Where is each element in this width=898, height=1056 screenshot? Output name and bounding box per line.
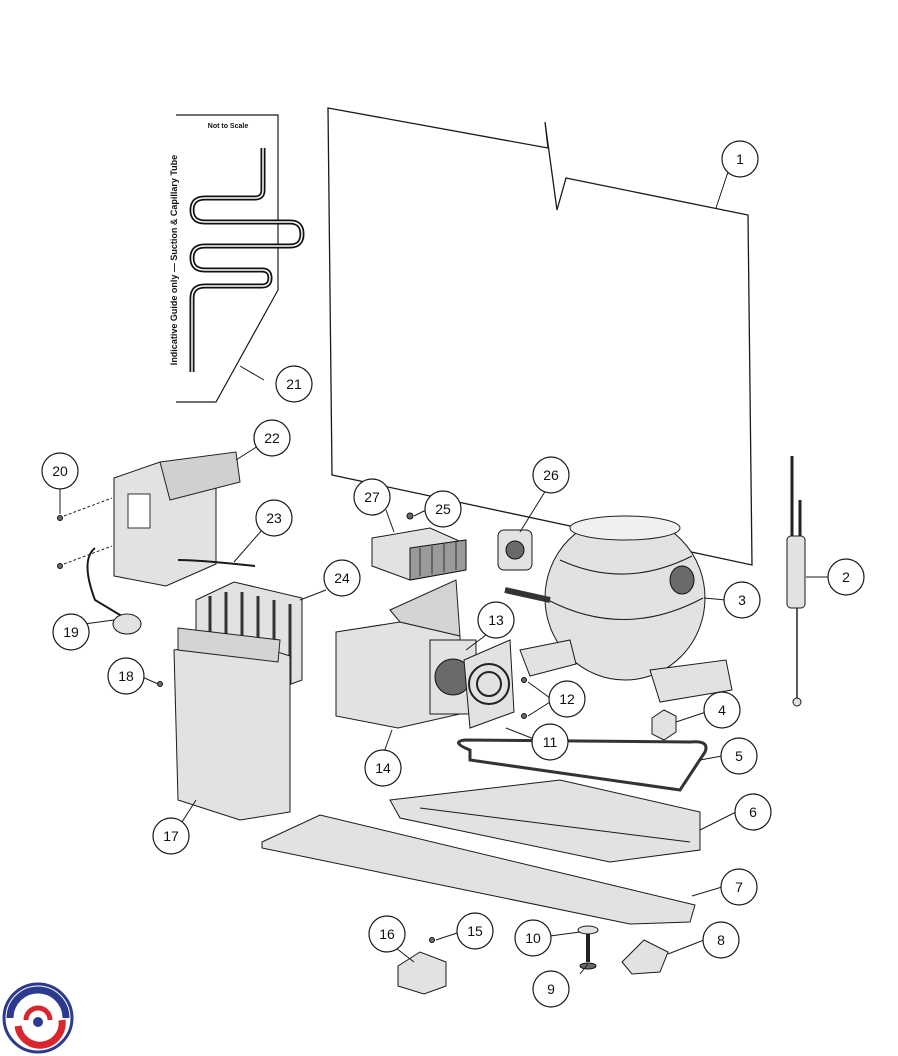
callout-3: 3 xyxy=(723,581,761,619)
svg-text:26: 26 xyxy=(543,467,559,483)
svg-text:4: 4 xyxy=(718,702,726,718)
callout-10: 10 xyxy=(514,919,552,957)
callout-17: 17 xyxy=(152,817,190,855)
screw-20a xyxy=(57,515,63,521)
svg-text:6: 6 xyxy=(749,804,757,820)
svg-text:17: 17 xyxy=(163,828,179,844)
screw-18 xyxy=(157,681,163,687)
base-tray xyxy=(389,779,701,863)
callout-19: 19 xyxy=(52,613,90,651)
svg-text:10: 10 xyxy=(525,930,541,946)
svg-text:14: 14 xyxy=(375,760,391,776)
svg-text:12: 12 xyxy=(559,691,575,707)
svg-text:8: 8 xyxy=(717,932,725,948)
brand-logo xyxy=(2,982,74,1054)
screw-15 xyxy=(429,937,435,943)
callout-26: 26 xyxy=(532,456,570,494)
callout-24: 24 xyxy=(323,559,361,597)
svg-text:9: 9 xyxy=(547,981,555,997)
castor xyxy=(621,939,669,975)
svg-text:2: 2 xyxy=(842,569,850,585)
air-shroud xyxy=(173,639,291,821)
svg-text:15: 15 xyxy=(467,923,483,939)
callout-16: 16 xyxy=(368,915,406,953)
back-panel xyxy=(327,107,753,566)
svg-text:13: 13 xyxy=(488,612,504,628)
base-plate xyxy=(261,814,696,925)
callout-13: 13 xyxy=(477,601,515,639)
callout-8: 8 xyxy=(702,921,740,959)
svg-text:25: 25 xyxy=(435,501,451,517)
callout-14: 14 xyxy=(364,749,402,787)
callout-4: 4 xyxy=(703,691,741,729)
fan-guard xyxy=(463,639,515,729)
svg-text:3: 3 xyxy=(738,592,746,608)
svg-text:21: 21 xyxy=(286,376,302,392)
compressor xyxy=(504,515,733,703)
svg-text:11: 11 xyxy=(543,734,558,750)
levelling-leg xyxy=(577,925,599,970)
callout-1: 1 xyxy=(721,140,759,178)
callout-27: 27 xyxy=(353,478,391,516)
callout-18: 18 xyxy=(107,657,145,695)
svg-text:18: 18 xyxy=(118,668,134,684)
svg-text:22: 22 xyxy=(264,430,280,446)
callout-12: 12 xyxy=(548,680,586,718)
svg-text:20: 20 xyxy=(52,463,68,479)
callout-6: 6 xyxy=(734,793,772,831)
hex-nut xyxy=(651,709,677,741)
svg-text:1: 1 xyxy=(736,151,744,167)
thermostat-knob xyxy=(86,547,142,635)
capillary-tube-guide: Not to Scale Indicative Guide only — Suc… xyxy=(169,114,305,403)
svg-text:19: 19 xyxy=(63,624,79,640)
callout-11: 11 xyxy=(531,723,569,761)
relay-cover xyxy=(371,527,467,581)
svg-text:23: 23 xyxy=(266,510,282,526)
guide-side-label: Indicative Guide only — Suction & Capill… xyxy=(169,155,179,365)
capillary-tube-icon xyxy=(189,148,305,372)
control-box xyxy=(113,451,256,587)
callout-15: 15 xyxy=(456,912,494,950)
callout-22: 22 xyxy=(253,419,291,457)
svg-text:24: 24 xyxy=(334,570,350,586)
screw-12a xyxy=(521,677,527,683)
not-to-scale-label: Not to Scale xyxy=(208,123,249,130)
callout-21: 21 xyxy=(275,365,313,403)
leader-lines xyxy=(59,171,830,975)
svg-text:16: 16 xyxy=(379,926,395,942)
callout-7: 7 xyxy=(720,868,758,906)
start-relay xyxy=(497,529,533,571)
callout-2: 2 xyxy=(827,558,865,596)
callout-23: 23 xyxy=(255,499,293,537)
callout-5: 5 xyxy=(720,737,758,775)
screw-25 xyxy=(406,512,414,520)
callouts: 1 2 3 4 5 6 7 8 9 10 11 12 13 14 15 16 1… xyxy=(41,140,865,1008)
callout-9: 9 xyxy=(532,970,570,1008)
svg-text:27: 27 xyxy=(364,489,380,505)
drain-heater-loop xyxy=(457,738,708,792)
screw-12b xyxy=(521,713,527,719)
mounting-bracket xyxy=(397,951,447,995)
svg-text:5: 5 xyxy=(735,748,743,764)
callout-25: 25 xyxy=(424,490,462,528)
svg-text:7: 7 xyxy=(735,879,743,895)
screw-20b xyxy=(57,563,63,569)
thermostat-probe xyxy=(786,456,806,707)
callout-20: 20 xyxy=(41,452,79,490)
